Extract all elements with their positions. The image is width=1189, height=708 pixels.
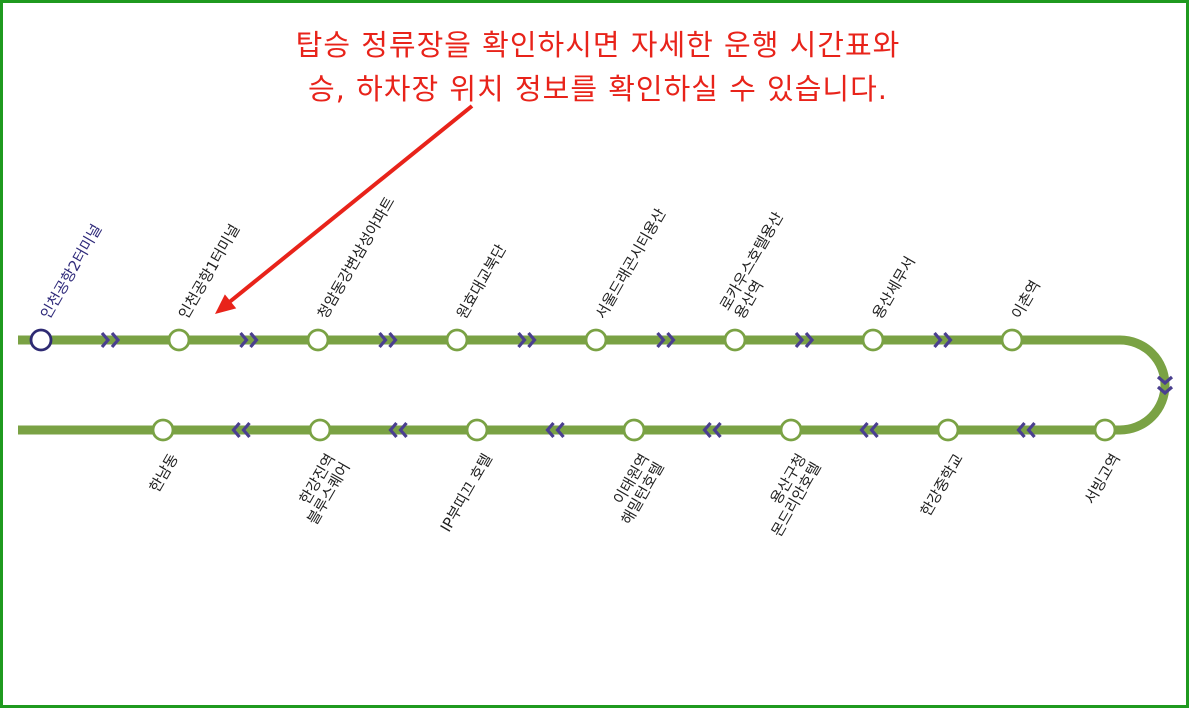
station-marker-r2[interactable]	[308, 418, 332, 442]
direction-arrow-right-icon	[100, 331, 121, 349]
station-label-s3[interactable]: 청암동강변삼성아파트	[314, 193, 399, 322]
notice-line-2: 승, 하차장 위치 정보를 확인하실 수 있습니다.	[308, 72, 888, 106]
pointer-arrow-shaft	[225, 104, 474, 306]
direction-arrow-right-icon	[378, 331, 398, 349]
station-marker-r4[interactable]	[622, 418, 646, 442]
direction-arrows	[100, 331, 1174, 439]
station-label-s5[interactable]: 서울드래곤시티용산	[592, 205, 670, 322]
direction-arrow-left-icon	[1016, 421, 1036, 439]
station-label-r6[interactable]: 한강중학교	[917, 451, 967, 520]
route-line	[18, 335, 1170, 435]
direction-arrow-right-icon	[933, 331, 953, 349]
station-marker-r6[interactable]	[936, 418, 960, 442]
direction-arrow-left-icon	[231, 421, 251, 439]
station-label-r1[interactable]: 한남동	[146, 450, 182, 495]
station-marker-s3[interactable]	[306, 328, 330, 352]
pointer-arrow-head-icon	[215, 294, 237, 314]
station-label-r7[interactable]: 서빙고역	[1081, 451, 1124, 508]
station-label-r5[interactable]: 용산구청몬드리안호텔	[753, 451, 825, 540]
station-label-s1[interactable]: 인천공항2터미널	[37, 221, 106, 322]
station-label-line: 한강중학교	[917, 451, 967, 520]
station-marker-r3[interactable]	[465, 418, 489, 442]
direction-arrow-right-icon	[794, 331, 815, 349]
notice-line-1: 탑승 정류장을 확인하시면 자세한 운행 시간표와	[295, 28, 901, 62]
station-label-line: 서울드래곤시티용산	[592, 205, 670, 322]
direction-arrow-left-icon	[545, 421, 565, 439]
station-marker-r7[interactable]	[1093, 418, 1117, 442]
direction-arrow-left-icon	[702, 421, 722, 439]
station-label-line: 청암동강변삼성아파트	[314, 193, 399, 322]
stations	[29, 328, 1117, 442]
station-label-line: 한남동	[146, 450, 182, 495]
station-label-line: 용산세무서	[869, 253, 919, 322]
station-label-r4[interactable]: 이태원역해밀턴호텔	[603, 451, 668, 528]
station-marker-r1[interactable]	[151, 418, 175, 442]
station-label-line: 인천공항2터미널	[37, 221, 106, 322]
station-label-line: 서빙고역	[1081, 451, 1124, 508]
station-marker-s6[interactable]	[723, 328, 747, 352]
station-marker-s2[interactable]	[167, 328, 191, 352]
station-label-r2[interactable]: 한강진역블루스퀘어	[289, 451, 354, 528]
station-marker-s1[interactable]	[29, 328, 53, 352]
direction-arrow-left-icon	[388, 421, 408, 439]
station-marker-s8[interactable]	[1000, 328, 1024, 352]
station-label-r3[interactable]: IP부띠끄 호텔	[437, 451, 496, 536]
direction-arrow-left-icon	[859, 421, 879, 439]
route-path	[18, 335, 1170, 435]
notice-text: 탑승 정류장을 확인하시면 자세한 운행 시간표와 승, 하차장 위치 정보를 …	[203, 23, 993, 111]
station-marker-s4[interactable]	[445, 328, 469, 352]
pointer-arrow	[215, 104, 474, 314]
direction-arrow-down-icon	[1156, 375, 1174, 396]
station-label-s4[interactable]: 원효대교북단	[453, 241, 510, 322]
station-label-line: IP부띠끄 호텔	[437, 451, 496, 536]
station-label-line: 이촌역	[1008, 277, 1044, 322]
station-marker-r5[interactable]	[779, 418, 803, 442]
direction-arrow-right-icon	[239, 331, 259, 349]
station-label-line: 원효대교북단	[453, 241, 510, 322]
direction-arrow-right-icon	[517, 331, 537, 349]
station-marker-s7[interactable]	[861, 328, 885, 352]
station-label-s7[interactable]: 용산세무서	[869, 253, 919, 322]
station-label-s8[interactable]: 이촌역	[1008, 277, 1044, 322]
station-label-s6[interactable]: 로카우스호텔용산용산역	[716, 209, 802, 322]
direction-arrow-right-icon	[656, 331, 676, 349]
station-marker-s5[interactable]	[584, 328, 608, 352]
